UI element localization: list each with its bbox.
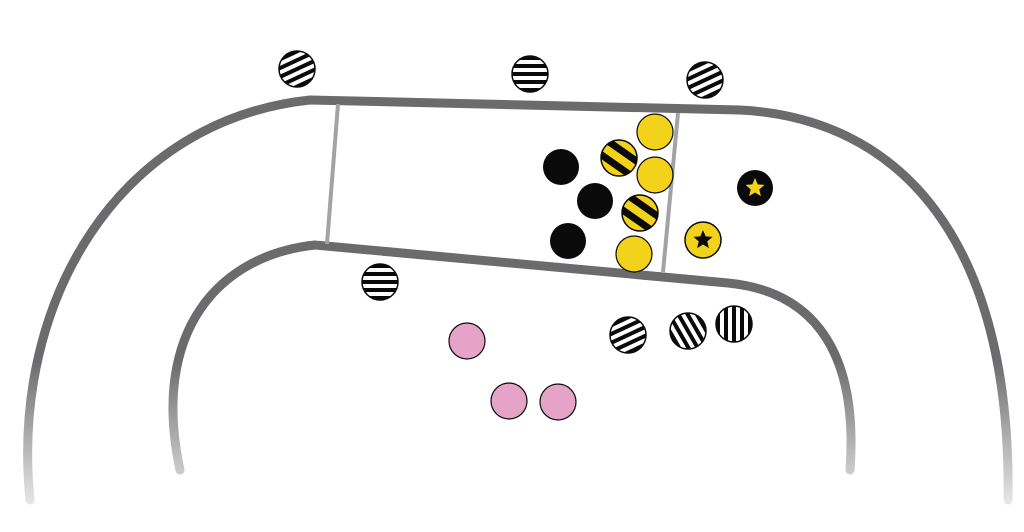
black-token-2[interactable] — [577, 183, 613, 219]
stripe-token-inner-2[interactable] — [662, 305, 713, 358]
yellow-token-2[interactable] — [636, 156, 674, 194]
start-line — [325, 103, 340, 245]
star-token-black[interactable] — [737, 170, 773, 206]
finish-line — [661, 112, 680, 273]
star-token-yellow[interactable] — [684, 221, 722, 259]
pink-token-3[interactable] — [539, 383, 577, 421]
stripe-token-inner-3[interactable] — [715, 304, 753, 344]
pink-token-2[interactable] — [490, 382, 528, 420]
black-token-3[interactable] — [550, 223, 586, 259]
stripe-token-inner-left[interactable] — [360, 263, 400, 301]
stripe-token-top-left[interactable] — [271, 44, 322, 94]
yellow-black-token-1[interactable] — [596, 137, 642, 179]
pink-token-1[interactable] — [448, 322, 486, 360]
yellow-token-1[interactable] — [636, 113, 674, 151]
yellow-token-3[interactable] — [615, 235, 653, 273]
stripe-token-inner-1[interactable] — [602, 310, 653, 360]
yellow-black-token-2[interactable] — [617, 192, 663, 234]
black-token-1[interactable] — [543, 149, 579, 185]
stripe-token-top-right[interactable] — [679, 55, 730, 105]
stripe-token-top-mid[interactable] — [510, 55, 550, 93]
outer-track-line — [23, 95, 1013, 505]
